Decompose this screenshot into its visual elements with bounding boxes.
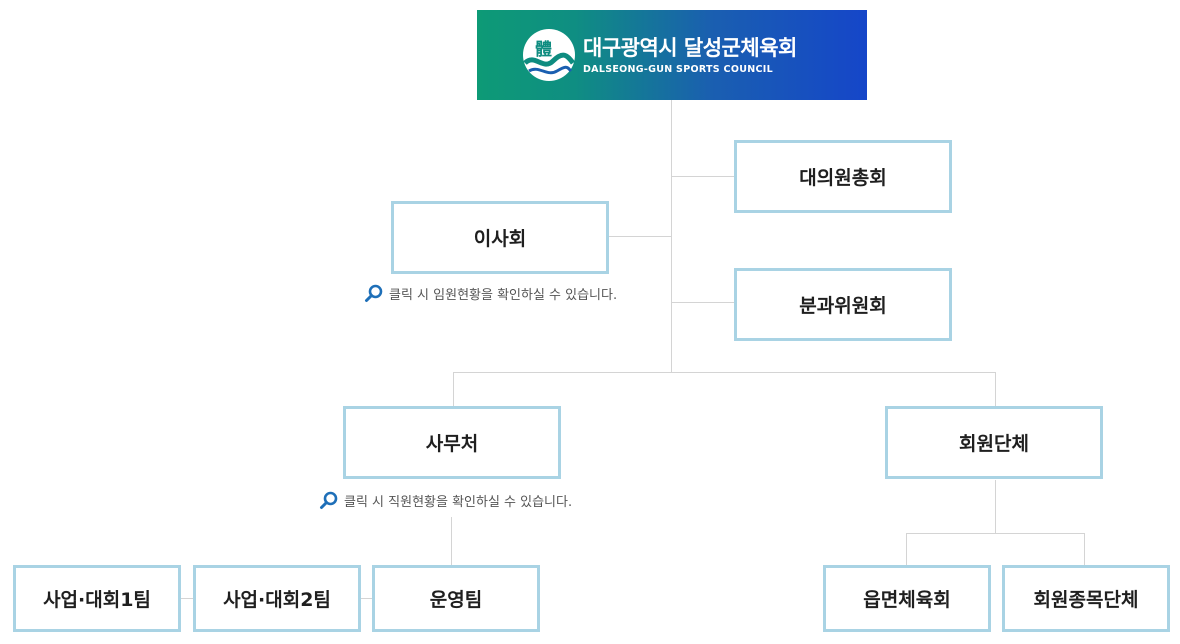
connector-secretariat-down [453, 372, 454, 408]
magnifier-icon [365, 284, 383, 302]
org-emblem-icon: 體 [523, 29, 575, 81]
connector-secretariat-teams [451, 517, 452, 567]
connector-members-horizontal [906, 533, 1085, 534]
emblem-glyph: 體 [535, 40, 552, 60]
secretariat-hint: 클릭 시 직원현황을 확인하실 수 있습니다. [319, 490, 572, 510]
team2-box[interactable]: 사업·대회2팀 [193, 565, 361, 632]
connector-horizontal-split [453, 372, 996, 373]
board-hint-text: 클릭 시 임원현황을 확인하실 수 있습니다. [389, 287, 618, 303]
committee-box[interactable]: 분과위원회 [734, 268, 952, 341]
connector-committee [671, 302, 736, 303]
sport-groups-box[interactable]: 회원종목단체 [1002, 565, 1170, 632]
member-groups-box[interactable]: 회원단체 [885, 406, 1103, 479]
connector-sport-groups [1084, 533, 1085, 567]
connector-assembly [671, 176, 736, 177]
org-logo-banner[interactable]: 體 대구광역시 달성군체육회 DALSEONG-GUN SPORTS COUNC… [477, 10, 867, 100]
connector-board [608, 236, 672, 237]
connector-members-sub [995, 480, 996, 534]
org-name: 대구광역시 달성군체육회 [583, 35, 797, 60]
secretariat-box[interactable]: 사무처 [343, 406, 561, 479]
org-name-en: DALSEONG-GUN SPORTS COUNCIL [583, 63, 773, 75]
connector-members-down [995, 372, 996, 408]
town-councils-box[interactable]: 읍면체육회 [823, 565, 991, 632]
board-hint: 클릭 시 임원현황을 확인하실 수 있습니다. [364, 283, 617, 303]
secretariat-hint-text: 클릭 시 직원현황을 확인하실 수 있습니다. [344, 494, 573, 510]
ops-team-box[interactable]: 운영팀 [372, 565, 540, 632]
magnifier-icon [320, 491, 338, 509]
connector-town-councils [906, 533, 907, 567]
board-box[interactable]: 이사회 [391, 201, 609, 274]
team1-box[interactable]: 사업·대회1팀 [13, 565, 181, 632]
general-assembly-box[interactable]: 대의원총회 [734, 140, 952, 213]
